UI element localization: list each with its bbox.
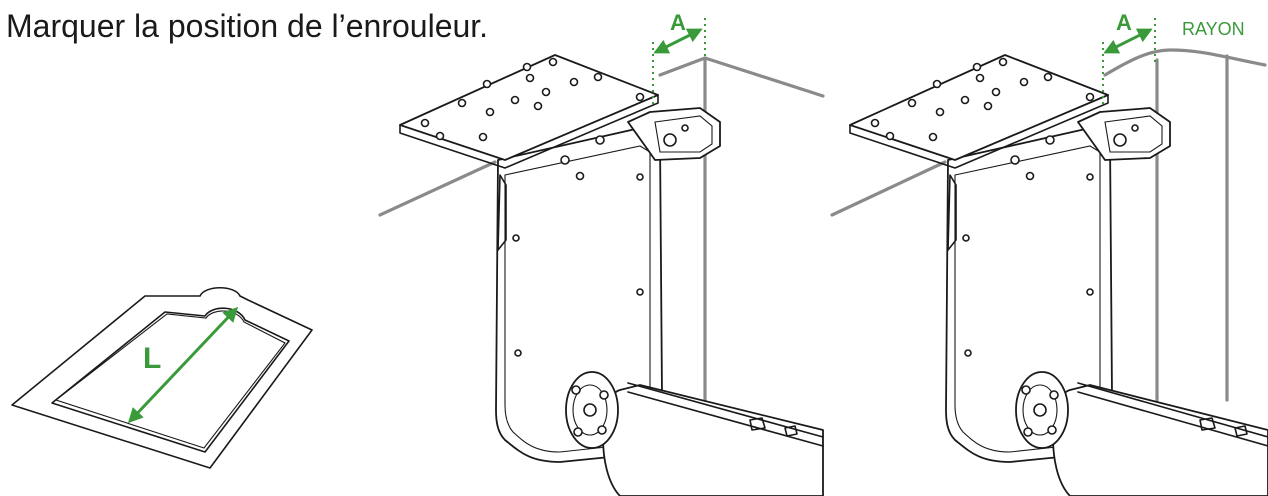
label-rayon: RAYON xyxy=(1182,19,1245,39)
label-a-radius: A xyxy=(1116,10,1132,35)
flat-wall-scene xyxy=(378,54,825,496)
instruction-title: Marquer la position de l’enrouleur. xyxy=(6,8,489,44)
template-sheet xyxy=(11,286,313,469)
dimension-a-radius xyxy=(1102,18,1156,105)
label-l: L xyxy=(143,342,161,375)
dimension-a-flat xyxy=(652,18,706,105)
label-a-flat: A xyxy=(670,10,686,35)
length-arrow-l xyxy=(127,306,239,424)
radius-wall-scene xyxy=(830,48,1268,496)
